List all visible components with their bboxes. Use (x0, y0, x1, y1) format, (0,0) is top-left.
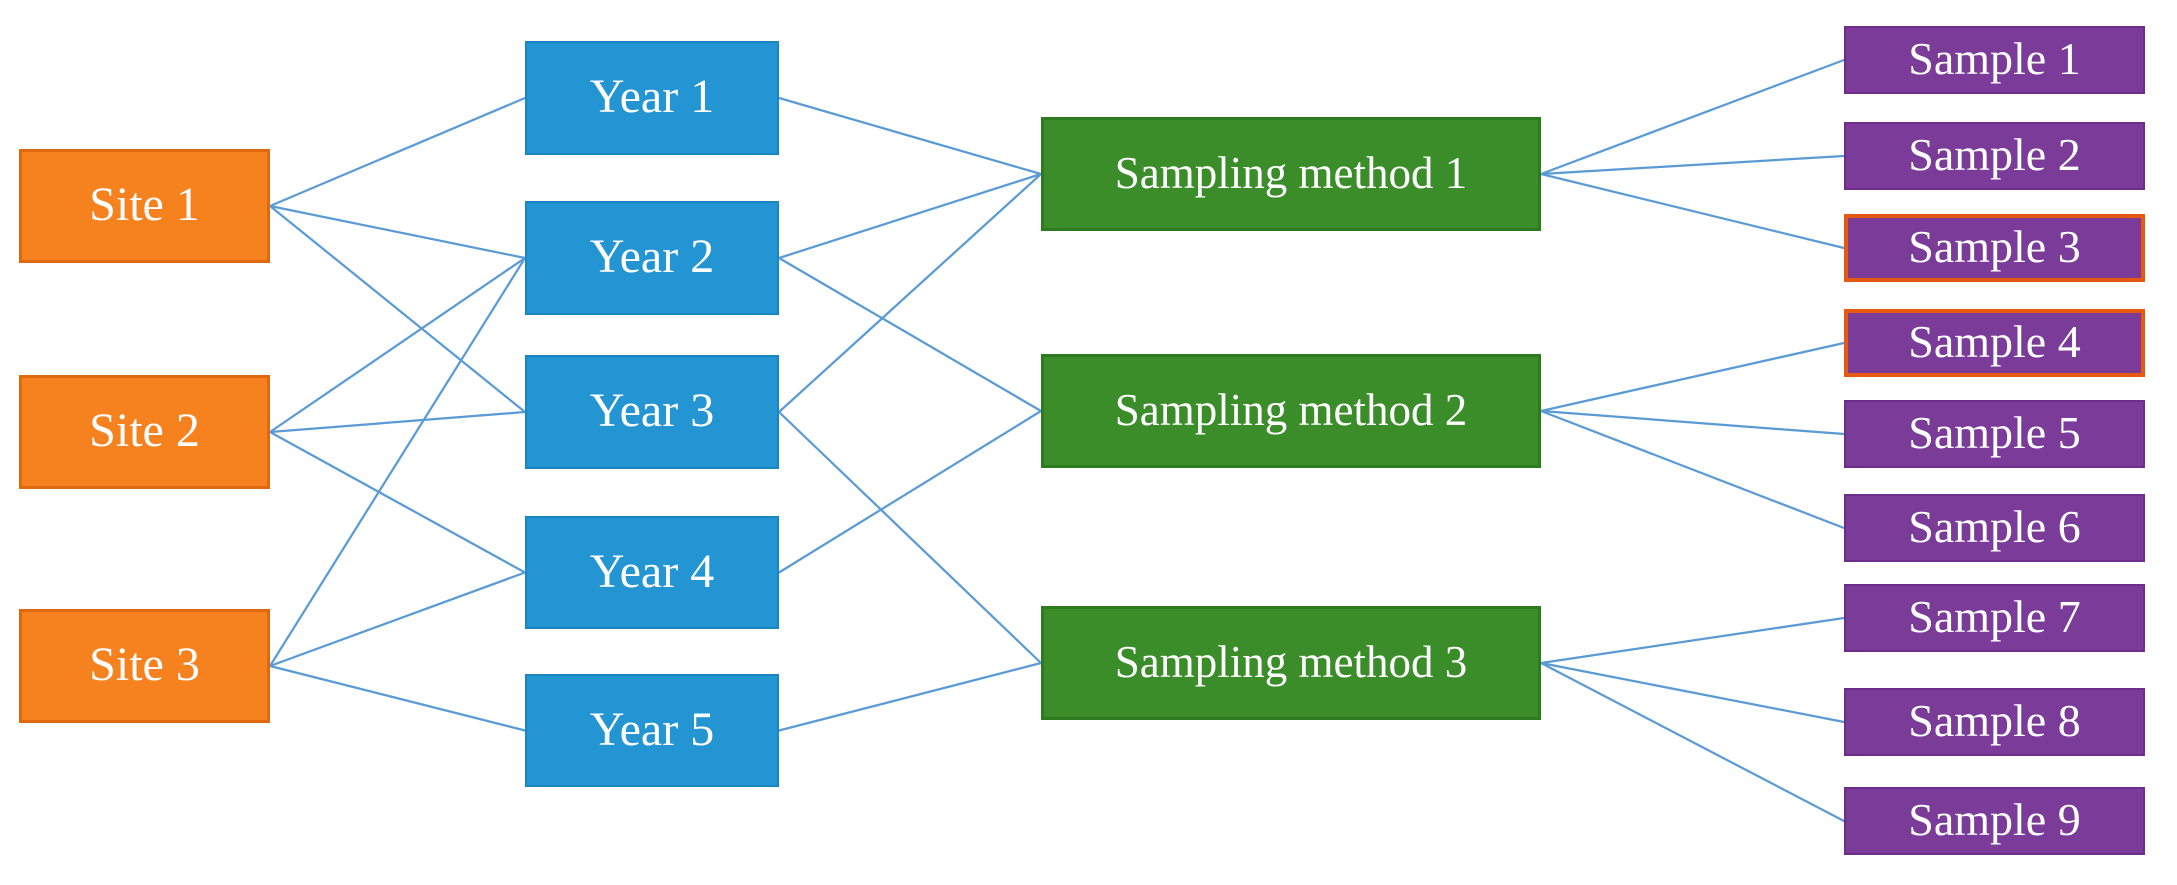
edge-method-2-to-sample-5 (1539, 409, 1846, 436)
edge-method-1-to-sample-2 (1539, 154, 1846, 176)
edge-year-3-to-method-1 (777, 172, 1043, 414)
edge-year-5-to-method-3 (777, 661, 1043, 732)
node-sample-5: Sample 5 (1844, 400, 2145, 468)
sample-5-label: Sample 5 (1908, 407, 2081, 458)
edge-year-1-to-method-1 (777, 96, 1043, 176)
edge-site-1-to-year-1 (268, 96, 527, 208)
sample-8-label: Sample 8 (1908, 695, 2081, 746)
node-year-1: Year 1 (525, 41, 779, 155)
node-year-5: Year 5 (525, 674, 779, 787)
edge-method-2-to-sample-6 (1539, 409, 1846, 530)
node-sample-4: Sample 4 (1844, 309, 2145, 377)
edge-site-2-to-year-2 (268, 256, 527, 434)
sample-2-label: Sample 2 (1908, 129, 2081, 180)
edge-year-4-to-method-2 (777, 409, 1043, 574)
sample-3-label: Sample 3 (1908, 221, 2081, 272)
edge-site-2-to-year-3 (268, 410, 527, 434)
year-1-label: Year 1 (589, 70, 715, 123)
node-sample-6: Sample 6 (1844, 494, 2145, 562)
edge-method-1-to-sample-1 (1539, 58, 1846, 176)
node-site-2: Site 2 (19, 375, 270, 489)
node-method-2: Sampling method 2 (1041, 354, 1541, 468)
edge-site-1-to-year-2 (268, 204, 527, 260)
year-3-label: Year 3 (589, 384, 715, 437)
sample-7-label: Sample 7 (1908, 591, 2081, 642)
node-sample-2: Sample 2 (1844, 122, 2145, 190)
node-sample-9: Sample 9 (1844, 787, 2145, 855)
node-sample-8: Sample 8 (1844, 688, 2145, 756)
edge-method-3-to-sample-8 (1539, 661, 1846, 724)
edge-site-2-to-year-4 (268, 430, 527, 574)
node-sample-1: Sample 1 (1844, 26, 2145, 94)
edge-year-2-to-method-2 (777, 256, 1043, 413)
edge-year-2-to-method-1 (777, 172, 1043, 260)
edge-method-3-to-sample-9 (1539, 661, 1846, 823)
site-1-label: Site 1 (89, 178, 200, 231)
node-year-3: Year 3 (525, 355, 779, 469)
edge-method-3-to-sample-7 (1539, 616, 1846, 665)
method-2-label: Sampling method 2 (1114, 384, 1468, 435)
sample-6-label: Sample 6 (1908, 501, 2081, 552)
edge-site-3-to-year-4 (268, 571, 527, 668)
edge-year-3-to-method-3 (777, 410, 1043, 665)
edge-site-3-to-year-2 (268, 256, 527, 668)
node-sample-7: Sample 7 (1844, 584, 2145, 652)
node-site-1: Site 1 (19, 149, 270, 263)
method-1-label: Sampling method 1 (1114, 147, 1468, 198)
edge-method-2-to-sample-4 (1539, 341, 1846, 413)
site-3-label: Site 3 (89, 638, 200, 691)
edge-site-1-to-year-3 (268, 204, 527, 414)
year-5-label: Year 5 (589, 702, 715, 756)
sample-9-label: Sample 9 (1908, 794, 2081, 845)
year-2-label: Year 2 (589, 230, 715, 283)
method-3-label: Sampling method 3 (1114, 636, 1468, 687)
node-method-1: Sampling method 1 (1041, 117, 1541, 231)
site-2-label: Site 2 (89, 404, 200, 457)
sample-1-label: Sample 1 (1908, 33, 2081, 84)
edge-site-3-to-year-5 (268, 664, 527, 732)
year-4-label: Year 4 (589, 544, 715, 598)
node-site-3: Site 3 (19, 609, 270, 723)
node-year-4: Year 4 (525, 516, 779, 629)
node-sample-3: Sample 3 (1844, 214, 2145, 282)
node-year-2: Year 2 (525, 201, 779, 315)
node-method-3: Sampling method 3 (1041, 606, 1541, 720)
sample-4-label: Sample 4 (1908, 316, 2081, 367)
edge-method-1-to-sample-3 (1539, 172, 1846, 250)
